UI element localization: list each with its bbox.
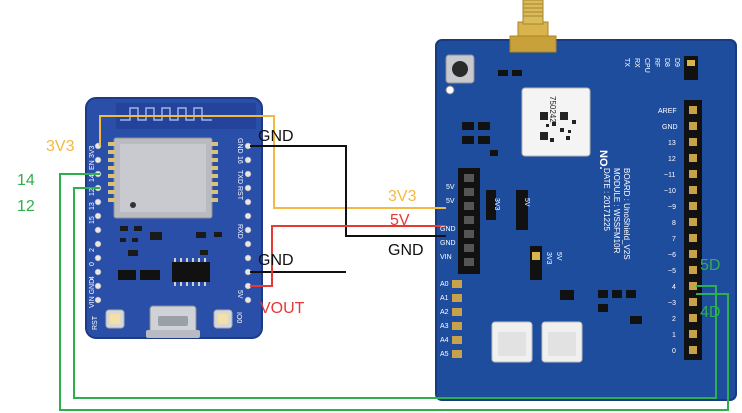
wemos-silk-right-gnd: GND [236, 138, 243, 154]
shield-power-pin-0: 5V [446, 184, 455, 191]
wemos-silk-en: EN [89, 160, 96, 170]
shield-analog-pin-1: A1 [440, 295, 449, 302]
shield-power-pin-4: VIN [440, 254, 452, 261]
shield-digital-13: 13 [668, 140, 676, 147]
shield-top-pin-rf: RF [653, 58, 660, 68]
wemos-silk-5v: 5V [236, 290, 243, 299]
shield-analog-pin-4: A4 [440, 337, 449, 344]
wemos-silk-16: 16 [236, 156, 243, 164]
shield-power-pin-2: GND [440, 226, 456, 233]
shield-chip-text: 750242 [548, 96, 557, 123]
label-gnd-bottom: GND [258, 252, 294, 269]
wemos-silk-2: 2 [89, 248, 96, 252]
shield-number-mark: NO. [597, 150, 609, 170]
shield-jumper-label-3: 5V [555, 252, 562, 261]
wemos-silk-12: 12 [89, 188, 96, 196]
shield-analog-pin-2: A2 [440, 309, 449, 316]
shield-power-pin-1: 5V [446, 198, 455, 205]
shield-top-pin-tx: TX [623, 58, 630, 67]
wemos-silk-0: 0 [89, 262, 96, 266]
wemos-board [85, 97, 263, 339]
wemos-silk-14: 14 [89, 174, 96, 182]
shield-info-line2: MODULE : WSSFM10R [612, 168, 621, 254]
shield-jumper-label-1: 5V [523, 198, 530, 207]
wemos-silk-rst: RST [236, 186, 243, 200]
wemos-silk-txd: TXD [236, 170, 243, 184]
shield-digital-2: 2 [672, 316, 676, 323]
shield-digital-4: 4 [672, 284, 676, 291]
shield-digital-0: 0 [672, 348, 676, 355]
shield-digital-7: 7 [672, 236, 676, 243]
shield-top-pin-d9: D9 [673, 58, 680, 67]
shield-analog-pin-0: A0 [440, 281, 449, 288]
shield-digital-gnd: GND [662, 124, 678, 131]
shield-jumper-label-2: 3V3 [545, 252, 552, 265]
wire-5v [250, 225, 446, 287]
wemos-silk-rxd: RXD [236, 224, 243, 239]
label-left-3v3: 3V3 [46, 138, 75, 155]
shield-digital-5: ~5 [668, 268, 676, 275]
wire-gpio14 [59, 173, 729, 411]
shield-analog-pin-3: A3 [440, 323, 449, 330]
shield-top-pin-cpu: CPU [643, 58, 650, 73]
label-gnd-top: GND [258, 128, 294, 145]
shield-top-pin-d8: D8 [663, 58, 670, 67]
label-right-3v3: 3V3 [388, 188, 417, 205]
wemos-silk-15: 15 [89, 216, 96, 224]
label-left-14: 14 [17, 172, 35, 189]
wires [59, 115, 729, 411]
wemos-silk-13: 13 [89, 202, 96, 210]
uno-shield-board [435, 0, 737, 401]
shield-jumper-label-0: 3V3 [493, 198, 500, 211]
shield-info-line1: BOARD : UnoShield_V2S [622, 168, 631, 260]
shield-digital-10: ~10 [664, 188, 676, 195]
label-right-5d: 5D [700, 257, 721, 274]
shield-info-line3: DATE : 20171225 [602, 168, 611, 232]
label-right-4d: 4D [700, 304, 721, 321]
wemos-silk-3v3: 3V3 [89, 145, 96, 158]
wire-gnd-top [250, 145, 446, 237]
wire-3v3 [99, 115, 446, 209]
label-vout: VOUT [260, 300, 305, 317]
shield-analog-pin-5: A5 [440, 351, 449, 358]
shield-top-pin-rx: RX [633, 58, 640, 68]
shield-digital-11: ~11 [664, 172, 676, 179]
shield-power-pin-3: GND [440, 240, 456, 247]
label-left-12: 12 [17, 198, 35, 215]
wemos-silk-vin-gnd: VIN GND [89, 278, 96, 308]
label-right-5v: 5V [390, 212, 410, 229]
shield-digital-9: ~9 [668, 204, 676, 211]
shield-digital-12: 12 [668, 156, 676, 163]
shield-digital-3: ~3 [668, 300, 676, 307]
shield-digital-6: ~6 [668, 252, 676, 259]
shield-digital-8: 8 [672, 220, 676, 227]
shield-digital-aref: AREF [658, 108, 677, 115]
wemos-btn-io0-label: IO0 [235, 312, 242, 324]
shield-digital-1: 1 [672, 332, 676, 339]
wire-gpio12 [73, 187, 717, 399]
wemos-btn-rst-label: RST [92, 316, 99, 330]
label-right-gnd: GND [388, 242, 424, 259]
